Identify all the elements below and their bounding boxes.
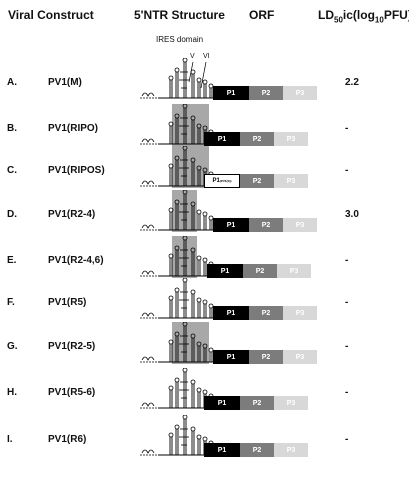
construct-name: PV1(R2-5): [48, 341, 96, 352]
construct-name: PV1(R5): [48, 297, 87, 308]
domain-vi-marker: VI: [203, 53, 210, 60]
ntr-structure-diagram: [140, 58, 214, 99]
header-viral-construct: Viral Construct: [8, 8, 94, 22]
orf-p3-segment: P3: [274, 174, 308, 188]
header-5ntr-structure: 5'NTR Structure: [134, 8, 225, 22]
orf-p3-segment: P3: [274, 132, 308, 146]
orf-p2-segment: P2: [249, 218, 283, 232]
orf-p2-segment: P2: [240, 132, 274, 146]
orf-p1-segment: P1: [213, 306, 249, 320]
ld50-value: 3.0: [345, 209, 359, 220]
orf-p3-segment: P3: [274, 396, 308, 410]
orf-p2-segment: P2: [249, 306, 283, 320]
ntr-structure-diagram: [140, 322, 214, 364]
row-letter: F.: [7, 297, 15, 308]
ld50-value: -: [345, 341, 349, 352]
ld50-value: -: [345, 434, 349, 445]
ld50-value: -: [345, 255, 349, 266]
construct-name: PV1(RIPO): [48, 123, 99, 134]
row-letter: I.: [7, 434, 13, 445]
orf-p3-segment: P3: [274, 443, 308, 457]
orf-p1-segment: P1: [207, 264, 243, 278]
row-letter: D.: [7, 209, 17, 220]
header-ld50: LD50ic(log10PFU): [318, 8, 409, 24]
orf-p2-segment: P2: [249, 86, 283, 100]
orf-p1-segment: P1: [213, 86, 249, 100]
ires-domain-label: IRES domain: [156, 35, 204, 44]
orf-p1-segment: P1: [213, 218, 249, 232]
construct-name: PV1(R2-4): [48, 209, 96, 220]
row-letter: E.: [7, 255, 17, 266]
ntr-structure-diagram: [140, 278, 214, 319]
construct-name: PV1(M): [48, 77, 82, 88]
orf-p1-segment: P1(PV1(S)): [204, 174, 240, 188]
row-letter: H.: [7, 387, 17, 398]
orf-p2-segment: P2: [243, 264, 277, 278]
construct-name: PV1(R5-6): [48, 387, 96, 398]
orf-p3-segment: P3: [283, 350, 317, 364]
orf-p2-segment: P2: [240, 396, 274, 410]
orf-p2-segment: P2: [240, 174, 274, 188]
orf-p2-segment: P2: [240, 443, 274, 457]
row-letter: C.: [7, 165, 17, 176]
orf-p3-segment: P3: [283, 306, 317, 320]
domain-v-marker: V: [190, 53, 195, 60]
ld50-label: LD: [318, 8, 334, 22]
header-orf: ORF: [249, 8, 275, 22]
construct-name: PV1(RIPOS): [48, 165, 105, 176]
ld50-value: 2.2: [345, 77, 359, 88]
orf-p1-segment: P1: [204, 443, 240, 457]
ld50-value: -: [345, 165, 349, 176]
construct-name: PV1(R2-4,6): [48, 255, 104, 266]
orf-p1-segment: P1: [204, 396, 240, 410]
ntr-structure-diagram: [140, 190, 214, 232]
construct-name: PV1(R6): [48, 434, 87, 445]
ntr-structure-diagram: [140, 104, 214, 146]
ld50-value: -: [345, 297, 349, 308]
ld50-ic-label: ic(log: [342, 8, 375, 22]
orf-p1-segment: P1: [213, 350, 249, 364]
orf-p1-segment: P1: [204, 132, 240, 146]
orf-p3-segment: P3: [277, 264, 311, 278]
ld50-value: -: [345, 123, 349, 134]
orf-p2-segment: P2: [249, 350, 283, 364]
row-letter: B.: [7, 123, 17, 134]
row-letter: A.: [7, 77, 17, 88]
ld50-subscript: 50: [334, 15, 343, 25]
row-letter: G.: [7, 341, 18, 352]
ld50-log-subscript: 10: [374, 15, 384, 25]
ntr-structure-diagram: [140, 146, 214, 188]
ld50-unit: PFU): [383, 8, 409, 22]
orf-p3-segment: P3: [283, 218, 317, 232]
orf-p3-segment: P3: [283, 86, 317, 100]
ntr-structure-diagram: [140, 236, 214, 278]
ld50-value: -: [345, 387, 349, 398]
